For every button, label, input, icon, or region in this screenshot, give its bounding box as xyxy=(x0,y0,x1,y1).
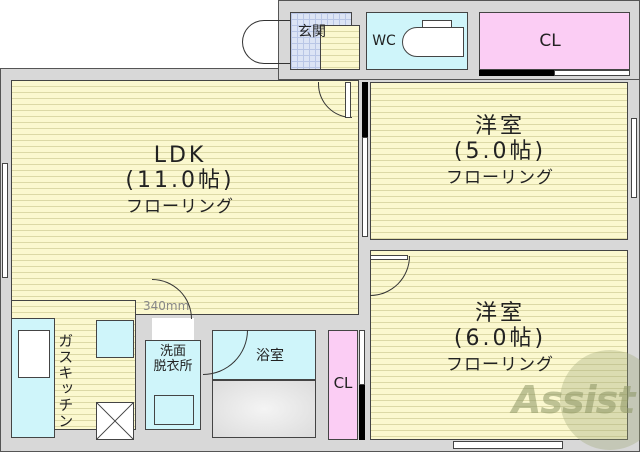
window-western5-right xyxy=(631,118,637,198)
western-6-floor: フローリング xyxy=(446,354,554,375)
bathroom-label: 浴室 xyxy=(256,348,284,364)
closet-bottom-door[interactable] xyxy=(359,385,365,440)
closet-bottom-door-open[interactable] xyxy=(359,330,365,385)
fridge-space-icon xyxy=(96,402,134,440)
ldk-floor: フローリング xyxy=(126,196,234,217)
toilet-icon xyxy=(402,27,464,57)
ldk-size: (11.0帖) xyxy=(125,168,235,194)
window-western6-bottom xyxy=(453,441,563,449)
room-closet-bottom xyxy=(328,330,358,440)
closet-top-door[interactable] xyxy=(479,70,554,76)
entrance-label: 玄関 xyxy=(298,24,326,40)
bathtub-icon xyxy=(212,380,316,438)
western-6-label: 洋室 (6.0帖) フローリング xyxy=(400,301,600,375)
western-6-door-leaf xyxy=(370,255,408,260)
ldk-name: LDK xyxy=(153,143,207,168)
room-closet-top xyxy=(479,12,630,70)
wc-label: WC xyxy=(372,33,396,49)
western-5-size: (5.0帖) xyxy=(453,139,547,165)
washroom-name-line2: 脱衣所 xyxy=(153,358,193,374)
watermark-circle xyxy=(560,350,640,450)
western-5-floor: フローリング xyxy=(446,167,554,188)
western-6-size: (6.0帖) xyxy=(453,326,547,352)
washroom-label: 洗面 脱衣所 xyxy=(145,344,201,375)
ldk-label: LDK (11.0帖) フローリング xyxy=(80,143,280,217)
kitchen-label: ガスキッチン xyxy=(56,333,75,429)
room-western-5 xyxy=(370,82,628,240)
western-5-label: 洋室 (5.0帖) フローリング xyxy=(400,114,600,188)
washroom-door-opening[interactable] xyxy=(152,318,194,340)
western-5-name: 洋室 xyxy=(474,114,525,139)
closet-top-label: CL xyxy=(539,31,561,51)
washbasin-icon xyxy=(154,395,194,425)
closet-top-door-open[interactable] xyxy=(554,70,630,76)
window-ldk-left xyxy=(2,163,8,278)
sink-icon xyxy=(18,330,50,378)
western-5-sliding-door-open[interactable] xyxy=(362,137,368,237)
toilet-tank-icon xyxy=(422,20,452,28)
western-6-name: 洋室 xyxy=(474,301,525,326)
room-western-6 xyxy=(370,250,628,440)
room-ldk xyxy=(11,80,359,315)
washroom-name-line1: 洗面 xyxy=(159,344,186,359)
watermark-logo: Assist xyxy=(512,378,635,422)
western-5-sliding-door[interactable] xyxy=(362,82,368,137)
entrance-hall-floor xyxy=(320,25,360,70)
stove-icon xyxy=(96,320,134,358)
ldk-hall-door-leaf xyxy=(345,82,351,118)
entrance-door-icon[interactable] xyxy=(242,20,290,64)
closet-bottom-label: CL xyxy=(333,374,353,392)
